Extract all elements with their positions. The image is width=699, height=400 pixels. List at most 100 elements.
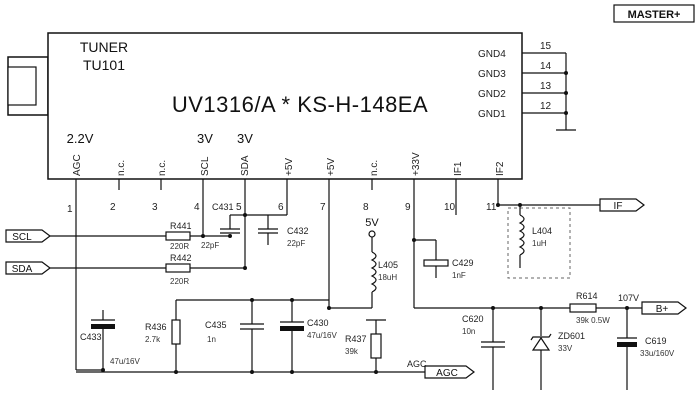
pin-number: 2 [110, 202, 116, 213]
zener-diode-zd601 [531, 336, 551, 351]
brand-badge: MASTER+ [613, 4, 695, 23]
resistor-r614 [569, 303, 597, 313]
pin-name: AGC [72, 154, 83, 176]
antenna-connector [7, 56, 49, 116]
pin-name: n.c. [369, 160, 380, 176]
r437-ref: R437 [345, 334, 367, 344]
l404-value: 1uH [532, 239, 547, 248]
c619-value: 33u/160V [640, 349, 675, 358]
voltage-agc: 2.2V [67, 131, 94, 146]
pin-name: n.c. [116, 160, 127, 176]
pin-name: n.c. [157, 160, 168, 176]
capacitor-c433-bottom [91, 324, 115, 329]
l405-ref: L405 [378, 260, 398, 270]
capacitor-c429 [423, 259, 449, 267]
c429-ref: C429 [452, 258, 474, 268]
c620-value: 10n [462, 327, 475, 336]
r442-ref: R442 [170, 253, 192, 263]
pin-name-gnd1: GND1 [478, 109, 506, 120]
pin-name: SCL [200, 156, 211, 176]
sda-port: SDA [5, 261, 51, 275]
pin-leads [75, 179, 499, 370]
c429-value: 1nF [452, 271, 466, 280]
pin-number: 6 [278, 202, 284, 213]
brand-label: MASTER+ [628, 9, 681, 21]
agc-port-label: AGC [436, 368, 458, 379]
pin-number: 5 [236, 202, 242, 213]
tuner-label: TUNER [80, 39, 128, 55]
pin-name: IF1 [453, 161, 464, 176]
c432-value: 22pF [287, 239, 305, 248]
c431-value: 22pF [201, 241, 219, 250]
agc-net-label: AGC [407, 359, 427, 369]
c433-value: 47u/16V [110, 357, 140, 366]
resistor-r441 [165, 231, 191, 241]
r436-value: 2.7k [145, 335, 161, 344]
c433-ref: C433 [80, 332, 102, 342]
pin-name: +5V [326, 158, 337, 176]
r436-ref: R436 [145, 322, 167, 332]
c430-value: 47u/16V [307, 331, 337, 340]
pin-name: +5V [284, 158, 295, 176]
l404-shield-outline [507, 207, 571, 279]
pin-number: 8 [363, 202, 369, 213]
voltage-sda: 3V [237, 131, 253, 146]
voltage-5v: 5V [365, 217, 379, 229]
r614-value: 39k 0.5W [576, 316, 610, 325]
c619-ref: C619 [645, 336, 667, 346]
pin-number: 10 [444, 202, 456, 213]
pin-number: 9 [405, 202, 411, 213]
pin-number: 4 [194, 202, 200, 213]
pin-names: AGC n.c. n.c. SCL SDA +5V +5V n.c. +33V … [72, 152, 506, 176]
resistor-r436 [171, 319, 181, 345]
zd601-value: 33V [558, 344, 573, 353]
capacitor-c430-bottom [280, 326, 304, 331]
l404-ref: L404 [532, 226, 552, 236]
r441-value: 220R [170, 242, 189, 251]
c620-ref: C620 [462, 314, 484, 324]
pin-number: 1 [67, 204, 73, 215]
resistor-r437 [370, 333, 382, 359]
pin-name-gnd2: GND2 [478, 89, 506, 100]
tuner-model: UV1316/A * KS-H-148EA [172, 92, 428, 117]
pin-number-14: 14 [540, 61, 552, 72]
if-port: IF [599, 198, 645, 212]
ground-pins: GND4 GND3 GND2 GND1 15 14 13 12 [478, 41, 576, 131]
pin-number-15: 15 [540, 41, 552, 52]
inductor-l405 [370, 251, 377, 293]
capacitor-c619-bottom [617, 342, 637, 347]
r442-value: 220R [170, 277, 189, 286]
r437-value: 39k [345, 347, 359, 356]
c432-ref: C432 [287, 226, 309, 236]
bplus-port-label: B+ [656, 304, 669, 315]
voltage-bplus: 107V [618, 293, 639, 303]
pin-number-12: 12 [540, 101, 552, 112]
r614-ref: R614 [576, 291, 598, 301]
scl-port: SCL [5, 229, 51, 243]
voltage-scl: 3V [197, 131, 213, 146]
sda-port-label: SDA [12, 264, 33, 275]
r441-ref: R441 [170, 221, 192, 231]
tuner-ref: TU101 [83, 57, 125, 73]
pin-number-13: 13 [540, 81, 552, 92]
pin-number: 7 [320, 202, 326, 213]
if-port-label: IF [614, 201, 623, 212]
l405-value: 18uH [378, 273, 397, 282]
pin-name-gnd4: GND4 [478, 49, 506, 60]
resistor-r442 [165, 263, 191, 273]
pin-name: IF2 [495, 161, 506, 176]
tuner-module-box [47, 32, 523, 180]
c430-ref: C430 [307, 318, 329, 328]
c435-ref: C435 [205, 320, 227, 330]
inductor-l404 [518, 214, 525, 256]
pin-number: 11 [486, 202, 497, 213]
pin-numbers: 1 2 3 4 5 6 7 8 9 10 11 [67, 202, 497, 215]
c431-ref: C431 [212, 202, 234, 212]
pin-name-gnd3: GND3 [478, 69, 506, 80]
c435-value: 1n [207, 335, 216, 344]
pin-number: 3 [152, 202, 158, 213]
zd601-ref: ZD601 [558, 331, 585, 341]
bplus-port: B+ [641, 301, 687, 315]
agc-port: AGC [424, 365, 475, 379]
